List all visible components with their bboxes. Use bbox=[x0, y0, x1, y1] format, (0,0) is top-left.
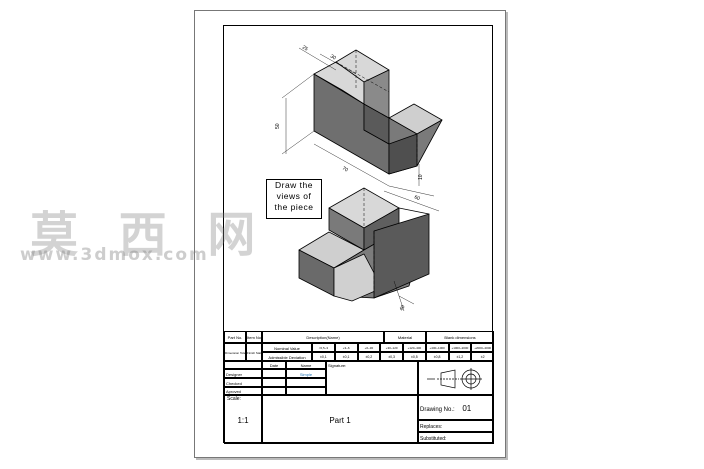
projection-symbol-icon bbox=[427, 368, 482, 390]
deviation-cell: ±0,1 bbox=[312, 352, 335, 361]
deviation-cell: ±0,8 bbox=[425, 352, 449, 361]
dim-70: 70 bbox=[341, 166, 349, 174]
drawing-frame: 50 70 25 30 10 bbox=[223, 25, 494, 444]
general-tolerance: Dimension Tolerance (mm) bbox=[224, 343, 246, 361]
projection-symbol-cell bbox=[418, 361, 494, 395]
watermark-url: www.3dmox.com bbox=[20, 245, 209, 265]
note-line-1: Draw the bbox=[274, 180, 313, 190]
hdr-description: Description(Name) bbox=[262, 331, 384, 343]
hdr-part-no: Part No. bbox=[224, 331, 246, 343]
deviation-cell: ±0,1 bbox=[334, 352, 358, 361]
drawing-sheet: 50 70 25 30 10 bbox=[194, 10, 506, 458]
aproved-label: Aproved bbox=[224, 387, 262, 395]
hdr-blank-dimensions: Blank dimensions bbox=[426, 331, 494, 343]
aproved-date bbox=[262, 387, 286, 395]
people-blank bbox=[224, 361, 262, 369]
dim-25: 25 bbox=[301, 45, 309, 53]
nominal-range-cell: +1000~2000 bbox=[448, 343, 472, 352]
top-part-dim-text: 50 70 25 30 10 bbox=[275, 45, 424, 180]
checked-name bbox=[286, 378, 326, 387]
instruction-note: Draw the views of the piece bbox=[266, 179, 322, 219]
aproved-name bbox=[286, 387, 326, 395]
deviation-cell: ±0,5 bbox=[403, 352, 426, 361]
top-isometric-part bbox=[313, 49, 443, 175]
part-name: Part 1 bbox=[262, 395, 418, 444]
drawing-no-cell: Drawing No.: 01 bbox=[418, 395, 494, 420]
bottom-part-dim-text: 60 40 bbox=[399, 194, 421, 312]
substituted-label: Substituted: bbox=[418, 432, 494, 444]
dim-10: 10 bbox=[418, 174, 424, 180]
replaces-label: Replaces: bbox=[418, 420, 494, 432]
designer-name-link[interactable]: Simple bbox=[299, 372, 313, 377]
note-line-3: the piece bbox=[274, 202, 314, 212]
nominal-range-cell: +120~400 bbox=[403, 343, 426, 352]
admissible-deviation-label: Admissible Deviation bbox=[262, 352, 312, 361]
top-part-dimensions bbox=[281, 47, 435, 197]
finish-state: Finish State bbox=[246, 343, 262, 361]
hdr-signature: Signature: bbox=[326, 361, 418, 395]
dim-60: 60 bbox=[413, 194, 421, 202]
scale-value: 1:1 bbox=[237, 416, 249, 425]
deviation-cell: ±0,2 bbox=[357, 352, 381, 361]
deviation-cell: ±2 bbox=[471, 352, 494, 361]
dim-50: 50 bbox=[275, 123, 281, 129]
bottom-isometric-part bbox=[298, 187, 430, 302]
checked-date bbox=[262, 378, 286, 387]
nominal-range-cell: +400~1000 bbox=[425, 343, 449, 352]
isometric-drawing: 50 70 25 30 10 bbox=[275, 45, 443, 312]
scale-cell: Scale: 1:1 bbox=[224, 395, 262, 444]
bottom-part-right-face bbox=[373, 213, 430, 299]
drawing-no-label: Drawing No.: bbox=[420, 407, 455, 413]
designer-date bbox=[262, 369, 286, 378]
title-block: Part No. Item No. Description(Name) Mate… bbox=[224, 331, 494, 444]
hdr-item-no: Item No. bbox=[246, 331, 262, 343]
deviation-cell: ±1,2 bbox=[448, 352, 472, 361]
note-line-2: views of bbox=[276, 191, 312, 201]
bottom-part-dimensions bbox=[383, 190, 440, 312]
designer-name: Simple bbox=[286, 369, 326, 378]
hdr-date: Date bbox=[262, 361, 286, 369]
nominal-range-cell: +2000~4000 bbox=[471, 343, 494, 352]
nominal-range-cell: +6~30 bbox=[357, 343, 381, 352]
designer-label: Designer bbox=[224, 369, 262, 378]
deviation-cell: ±0,3 bbox=[380, 352, 403, 361]
hdr-name: Name bbox=[286, 361, 326, 369]
nominal-range-cell: +30~120 bbox=[380, 343, 403, 352]
nominal-range-cell: <0,5~3 bbox=[312, 343, 335, 352]
dim-30: 30 bbox=[329, 54, 337, 62]
bottom-part-slope-light bbox=[333, 253, 383, 302]
checked-label: Checked bbox=[224, 378, 262, 387]
nominal-range-cell: +3~6 bbox=[334, 343, 358, 352]
hdr-material: Material bbox=[384, 331, 426, 343]
dim-40: 40 bbox=[399, 304, 407, 312]
nominal-value-label: Nominal Value bbox=[262, 343, 312, 352]
scale-label: Scale: bbox=[227, 396, 241, 402]
drawing-no-value: 01 bbox=[462, 404, 472, 413]
